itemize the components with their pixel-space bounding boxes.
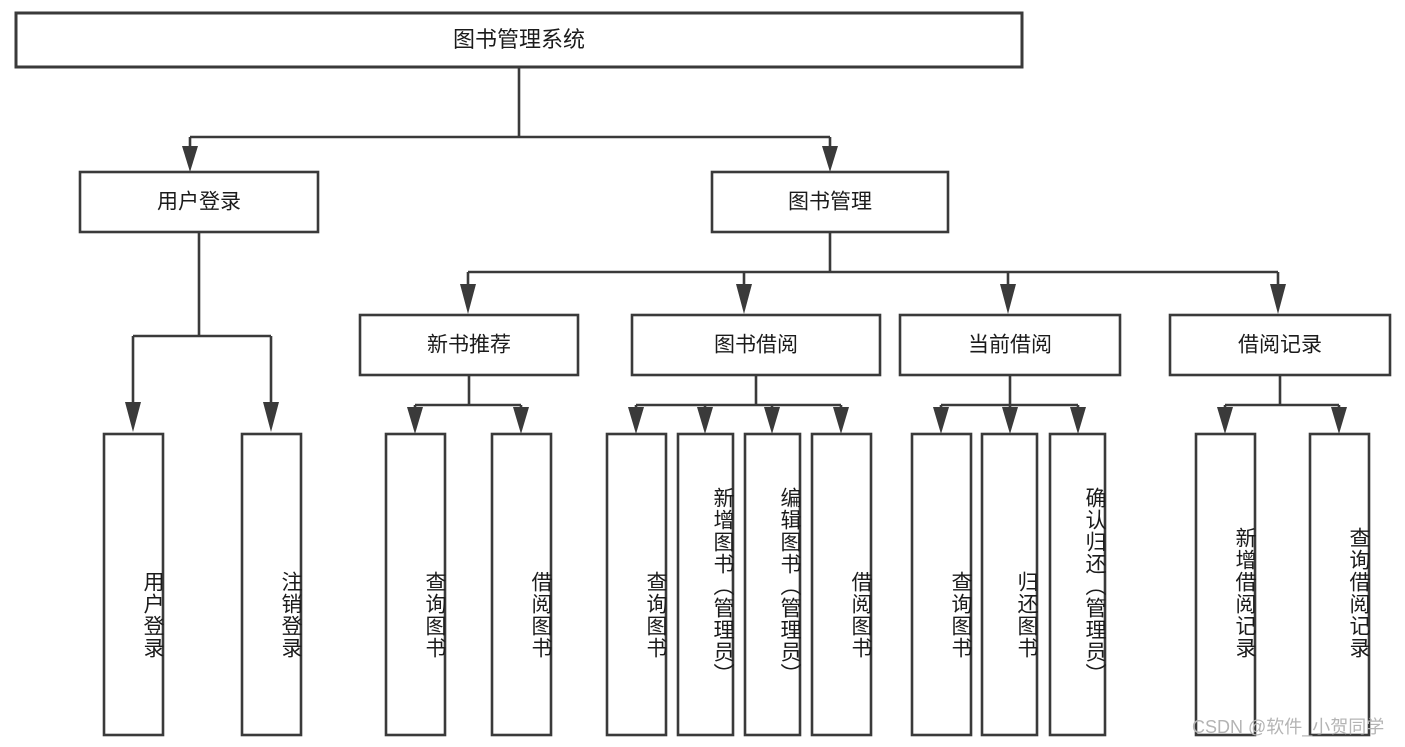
node-box-leaf-edit-book[interactable] [743,432,802,737]
arrow-head-leaf-return-book [1002,407,1018,434]
node-box-current-borrow[interactable] [898,313,1122,377]
arrow-head-leaf-confirm-return [1070,407,1086,434]
node-box-leaf-query-book-1[interactable] [384,432,447,737]
node-label-borrow-record: 借阅记录 [1238,334,1322,357]
arrow-head-leaf-edit-book [764,407,780,434]
node-box-leaf-borrow-book-1[interactable] [490,432,553,737]
node-box-leaf-add-book[interactable] [676,432,735,737]
arrow-head-book-borrow [736,284,752,314]
node-label-book-borrow: 图书借阅 [714,334,798,357]
node-box-leaf-query-record[interactable] [1308,432,1371,737]
arrow-head-leaf-query-record [1331,407,1347,434]
node-box-book-borrow[interactable] [630,313,882,377]
connector-group-book-manage [460,232,1286,314]
arrow-head-leaf-query-book-3 [933,407,949,434]
arrow-head-leaf-borrow-book-1 [513,407,529,434]
connector-group-user-login [125,232,279,432]
node-box-leaf-return-book[interactable] [980,432,1039,737]
arrow-head-leaf-logout [263,402,279,432]
arrow-head-current-borrow [1000,284,1016,314]
node-label-new-book-rec: 新书推荐 [427,334,511,357]
watermark-text: CSDN @软件_小贺同学 [1192,717,1385,737]
node-box-leaf-confirm-return[interactable] [1048,432,1107,737]
arrow-head-user-login [182,146,198,172]
arrow-head-leaf-query-book-2 [628,407,644,434]
node-box-book-manage[interactable] [710,170,950,234]
arrow-head-leaf-add-record [1217,407,1233,434]
node-box-leaf-add-record[interactable] [1194,432,1257,737]
arrow-head-borrow-record [1270,284,1286,314]
node-box-leaf-query-book-2[interactable] [605,432,668,737]
connector-group-current-borrow [933,375,1086,434]
node-label-root: 图书管理系统 [453,27,585,52]
connector-group-root [182,67,838,172]
node-box-leaf-query-book-3[interactable] [910,432,973,737]
node-box-borrow-record[interactable] [1168,313,1392,377]
arrow-head-leaf-user-login [125,402,141,432]
node-box-user-login[interactable] [78,170,320,234]
node-box-leaf-borrow-book-2[interactable] [810,432,873,737]
node-box-new-book-rec[interactable] [358,313,580,377]
arrow-head-leaf-add-book [697,407,713,434]
node-label-user-login: 用户登录 [157,191,241,214]
arrow-head-book-manage [822,146,838,172]
arrow-head-new-book-rec [460,284,476,314]
node-box-root[interactable] [14,11,1024,69]
connector-group-new-book-rec [407,375,529,434]
arrow-head-leaf-borrow-book-2 [833,407,849,434]
connector-group-book-borrow [628,375,849,434]
node-label-current-borrow: 当前借阅 [968,334,1052,357]
node-box-leaf-user-login[interactable] [102,432,165,737]
node-label-book-manage: 图书管理 [788,191,872,214]
arrow-head-leaf-query-book-1 [407,407,423,434]
connector-group-borrow-record [1217,375,1347,434]
node-box-leaf-logout[interactable] [240,432,303,737]
